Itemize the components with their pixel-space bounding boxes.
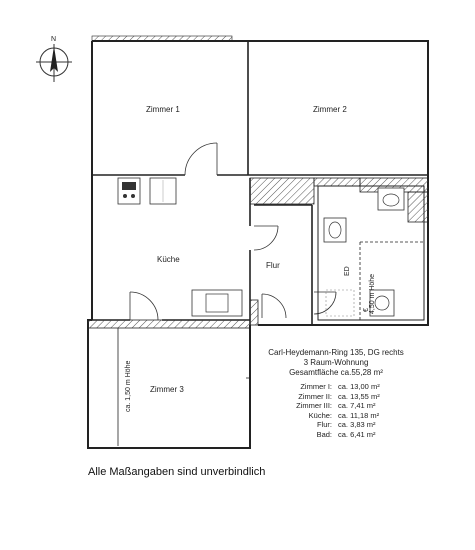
area-row: Bad:ca. 6,41 m²: [316, 429, 376, 439]
door-entry: [261, 293, 287, 319]
door-bad: [313, 291, 337, 315]
area-row: Küche:ca. 11,18 m²: [308, 410, 380, 420]
door-kueche: [129, 291, 159, 321]
shaft-hatch-4: [313, 177, 361, 187]
shaft-hatch-1: [249, 177, 315, 205]
zimmer3-height-label: ca. 1,50 m Höhe: [125, 361, 132, 412]
shower-area: [325, 289, 355, 317]
bad-mark-label: €: [363, 308, 370, 312]
washing-machine-icon: [369, 289, 395, 317]
room-label-flur: Flur: [266, 261, 280, 270]
fridge-icon: [149, 177, 177, 205]
info-type: 3 Raum-Wohnung: [303, 358, 369, 367]
stove-icon: [117, 177, 141, 205]
room-label-kueche: Küche: [157, 255, 180, 264]
bad-height-label: 4,50 m Höhe: [369, 274, 376, 314]
apartment-info: Carl-Heydemann-Ring 135, DG rechts 3 Rau…: [246, 348, 426, 439]
room-label-zimmer1: Zimmer 1: [146, 105, 180, 114]
toilet-icon: [323, 217, 347, 243]
bathroom-outline: [317, 185, 425, 321]
area-row: Zimmer II:ca. 13,55 m²: [298, 391, 380, 401]
room-label-zimmer3: Zimmer 3: [150, 385, 184, 394]
area-row: Zimmer I:ca. 13,00 m²: [300, 382, 380, 391]
wall-hatch-flur: [249, 299, 259, 326]
door-zimmer1: [184, 142, 218, 176]
room-label-zimmer2: Zimmer 2: [313, 105, 347, 114]
sink-icon: [377, 187, 405, 211]
compass-icon: N: [36, 36, 72, 82]
compass-north-label: N: [51, 36, 56, 43]
wall-hatch-zimmer3: [87, 319, 251, 329]
area-row: Zimmer III:ca. 7,41 m²: [296, 401, 376, 410]
info-total: Gesamtfläche ca.55,28 m²: [289, 368, 383, 377]
disclaimer-text: Alle Maßangaben sind unverbindlich: [88, 466, 266, 478]
bad-symbol-label: ED: [344, 266, 351, 276]
kitchen-sink-icon: [191, 289, 243, 317]
shaft-hatch-3: [407, 191, 429, 223]
info-address: Carl-Heydemann-Ring 135, DG rechts: [268, 348, 404, 357]
area-row: Flur:ca. 3,83 m²: [317, 420, 376, 429]
door-flur: [253, 225, 279, 251]
